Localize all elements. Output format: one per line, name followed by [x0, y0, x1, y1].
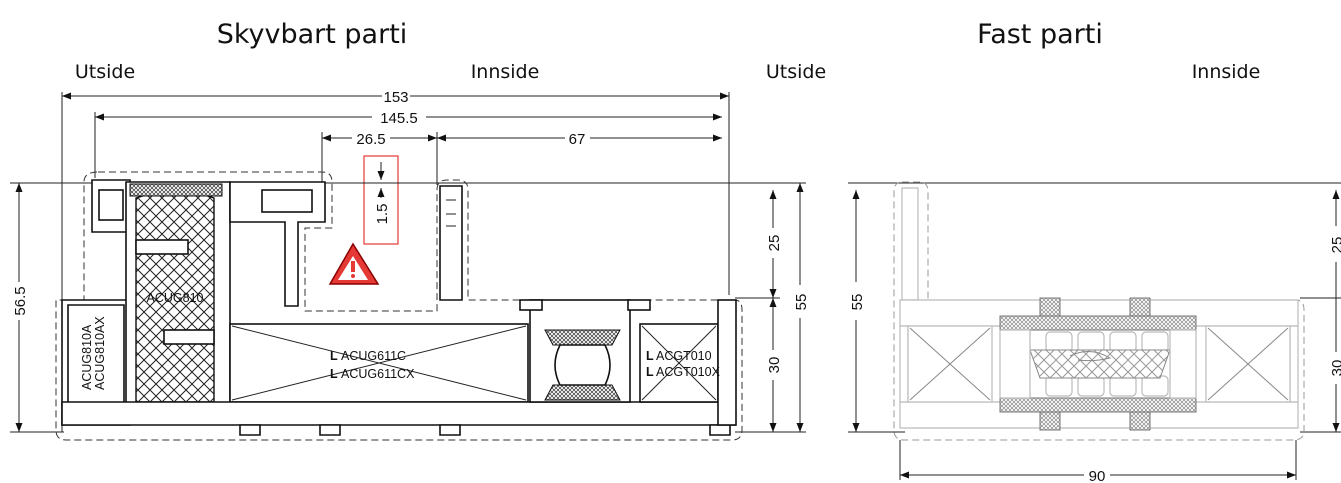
dim-fixed-width: 90: [1089, 468, 1106, 483]
sliding-vertical-dimensions: 56.5 25 30 55: [10, 182, 810, 433]
part-label-acug810a: ACUG810A: [80, 324, 94, 390]
sliding-part-title: Skyvbart parti: [217, 19, 408, 50]
outside-label-left: Utside: [75, 61, 135, 83]
dim-overall-height: 56.5: [12, 286, 29, 315]
part-label-acgt010x: ACGT010X: [656, 365, 721, 379]
track-prefix-2: L: [646, 365, 654, 379]
warning-icon: [328, 242, 380, 285]
part-label-acug611cx: ACUG611CX: [341, 367, 415, 381]
dim-fixed-lower: 30: [1329, 360, 1341, 377]
rail-prefix-2: L: [330, 367, 338, 381]
part-label-acug810ax: ACUG810AX: [93, 316, 107, 390]
part-label-gasket-group: ACUG810A ACUG810AX: [80, 316, 107, 390]
outside-label-right: Utside: [766, 61, 826, 83]
dim-fixed-upper: 25: [1329, 237, 1341, 254]
track-prefix-1: L: [646, 349, 654, 363]
clearance-highlight: 1.5: [363, 155, 399, 245]
dim-total-height: 55: [793, 294, 810, 311]
part-label-acug611c: ACUG611C: [341, 349, 406, 363]
rail-prefix-1: L: [330, 349, 338, 363]
part-label-rail-group: L ACUG611C L ACUG611CX: [330, 349, 415, 381]
dim-right-width: 67: [569, 131, 586, 148]
dim-upper-height: 25: [766, 235, 783, 252]
part-label-acgt010: ACGT010: [656, 349, 712, 363]
part-label-track-group: L ACGT010 L ACGT010X: [646, 349, 721, 379]
fixed-profile: 55 25 30 90: [848, 181, 1341, 483]
inside-label-right: Innside: [1192, 61, 1261, 83]
dim-fixed-height: 55: [849, 294, 866, 311]
dim-total-width: 153: [383, 89, 408, 106]
sliding-profile: [55, 171, 743, 441]
dim-frame-width: 145.5: [380, 110, 418, 127]
inside-label-left: Innside: [471, 61, 540, 83]
fixed-part-title: Fast parti: [977, 19, 1103, 50]
dim-clearance: 1.5: [374, 204, 391, 225]
part-label-acug810: ACUG810: [147, 291, 204, 305]
dim-lower-height: 30: [766, 357, 783, 374]
dim-gap-width: 26.5: [356, 131, 385, 148]
